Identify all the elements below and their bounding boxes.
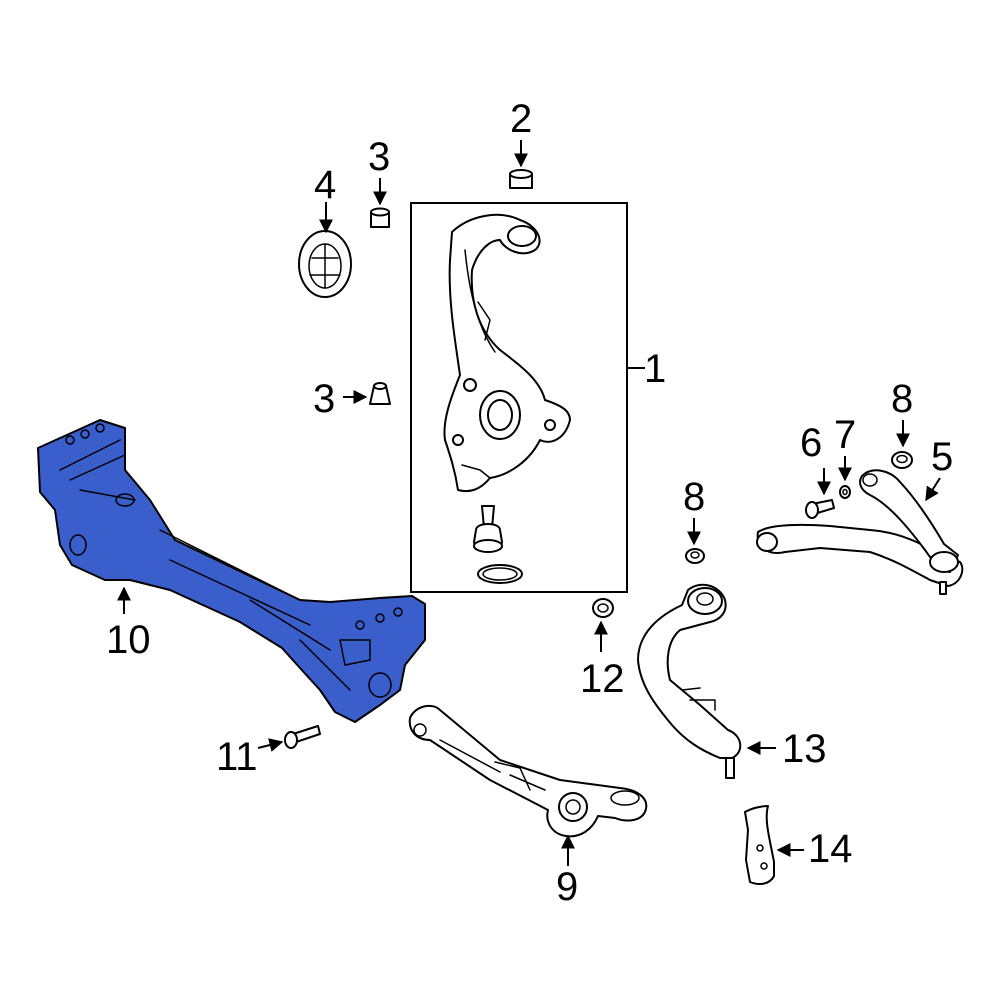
callout-4: 4: [314, 163, 336, 207]
knuckle-group-box: [410, 202, 628, 593]
bushing-2[interactable]: [509, 169, 533, 189]
snap-ring[interactable]: [477, 564, 523, 584]
callout-11: 11: [216, 735, 258, 779]
callout-12: 12: [580, 657, 625, 701]
nut-8-upper[interactable]: [891, 451, 913, 469]
bolt-11[interactable]: [284, 725, 321, 749]
callout-11-leader: [257, 738, 284, 752]
compression-arm[interactable]: [637, 583, 742, 779]
subframe-body: [37, 419, 426, 723]
callout-5-leader: [925, 477, 941, 502]
bolt-6[interactable]: [805, 499, 835, 519]
bushing-3-lower[interactable]: [369, 382, 391, 405]
nut-12[interactable]: [592, 598, 614, 618]
callout-2: 2: [510, 97, 532, 141]
steering-knuckle[interactable]: [443, 213, 571, 493]
callout-13: 13: [782, 727, 827, 771]
nut-8-lower[interactable]: [685, 548, 705, 564]
callout-5: 5: [931, 435, 953, 479]
bracket-14[interactable]: [744, 805, 775, 885]
callout-8a: 8: [891, 377, 913, 421]
callout-3b: 3: [313, 377, 335, 421]
bushing-3-upper[interactable]: [370, 207, 390, 228]
lower-control-arm[interactable]: [408, 704, 648, 838]
callout-6: 6: [800, 421, 822, 465]
callout-8b: 8: [683, 475, 705, 519]
crossmember-subframe[interactable]: [37, 419, 426, 723]
callout-7: 7: [834, 413, 856, 457]
callout-10: 10: [106, 618, 151, 662]
callout-9: 9: [556, 865, 578, 909]
washer-7[interactable]: [839, 485, 851, 499]
callout-14: 14: [808, 827, 853, 871]
callout-3a: 3: [368, 135, 390, 179]
upper-control-arm[interactable]: [756, 469, 964, 595]
dust-boot[interactable]: [298, 230, 352, 298]
callout-1: 1: [644, 347, 666, 391]
ball-joint[interactable]: [473, 505, 503, 553]
